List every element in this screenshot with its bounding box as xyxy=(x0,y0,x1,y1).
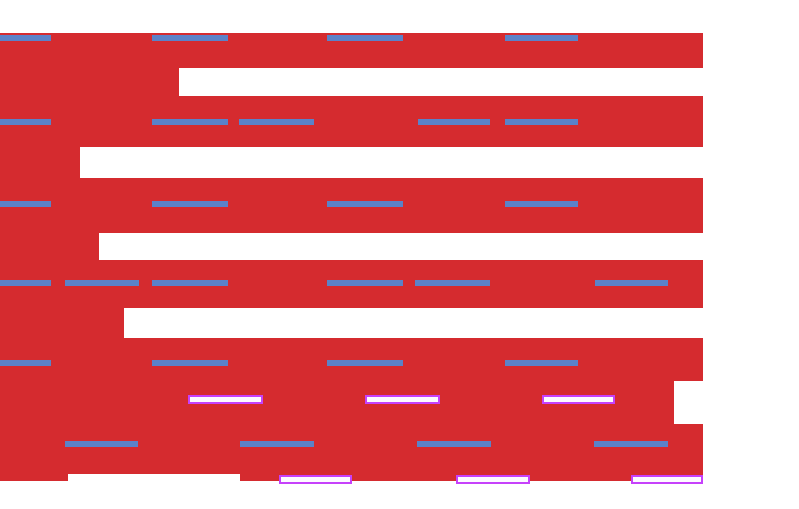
text-line-r3-c1[interactable] xyxy=(0,201,51,207)
text-line-r4-c4[interactable] xyxy=(327,280,403,286)
text-line-r1-c1[interactable] xyxy=(0,35,51,41)
redaction-block-line-left-3 xyxy=(0,233,99,260)
text-line-r1-c2[interactable] xyxy=(152,35,228,41)
redaction-block-paragraph-7 xyxy=(0,424,703,474)
highlight-line-r7-c2[interactable] xyxy=(456,475,530,484)
highlight-line-r5-c2[interactable] xyxy=(365,395,440,404)
highlight-line-r7-c3[interactable] xyxy=(631,475,703,484)
text-line-r3-c4[interactable] xyxy=(505,201,578,207)
redaction-block-line-left-2 xyxy=(0,147,80,178)
text-line-r5-c1[interactable] xyxy=(0,360,51,366)
text-line-r2-c4[interactable] xyxy=(418,119,490,125)
text-line-r2-c2[interactable] xyxy=(152,119,228,125)
highlight-line-r5-c1[interactable] xyxy=(188,395,263,404)
highlight-line-r5-c3[interactable] xyxy=(542,395,615,404)
text-line-r5-c4[interactable] xyxy=(505,360,578,366)
text-line-r2-c3[interactable] xyxy=(239,119,314,125)
text-line-r3-c3[interactable] xyxy=(327,201,403,207)
text-line-r4-c1[interactable] xyxy=(0,280,51,286)
text-line-r2-c1[interactable] xyxy=(0,119,51,125)
text-line-r4-c3[interactable] xyxy=(152,280,228,286)
text-line-r6-c3[interactable] xyxy=(417,441,491,447)
redaction-block-paragraph-5 xyxy=(0,338,703,381)
redaction-block-line-left-5 xyxy=(0,474,68,481)
text-line-r4-c2[interactable] xyxy=(65,280,139,286)
text-line-r3-c2[interactable] xyxy=(152,201,228,207)
text-line-r4-c6[interactable] xyxy=(595,280,668,286)
text-line-r6-c2[interactable] xyxy=(240,441,314,447)
text-line-r6-c1[interactable] xyxy=(65,441,138,447)
redaction-block-line-left-1 xyxy=(0,68,179,96)
text-line-r6-c4[interactable] xyxy=(594,441,668,447)
text-line-r5-c3[interactable] xyxy=(327,360,403,366)
redaction-block-paragraph-2 xyxy=(0,96,703,147)
text-line-r1-c4[interactable] xyxy=(505,35,578,41)
text-line-r5-c2[interactable] xyxy=(152,360,228,366)
text-line-r1-c3[interactable] xyxy=(327,35,403,41)
redaction-block-line-left-4 xyxy=(0,308,124,338)
highlight-line-r7-c1[interactable] xyxy=(279,475,352,484)
text-line-r2-c5[interactable] xyxy=(505,119,578,125)
text-line-r4-c5[interactable] xyxy=(415,280,490,286)
